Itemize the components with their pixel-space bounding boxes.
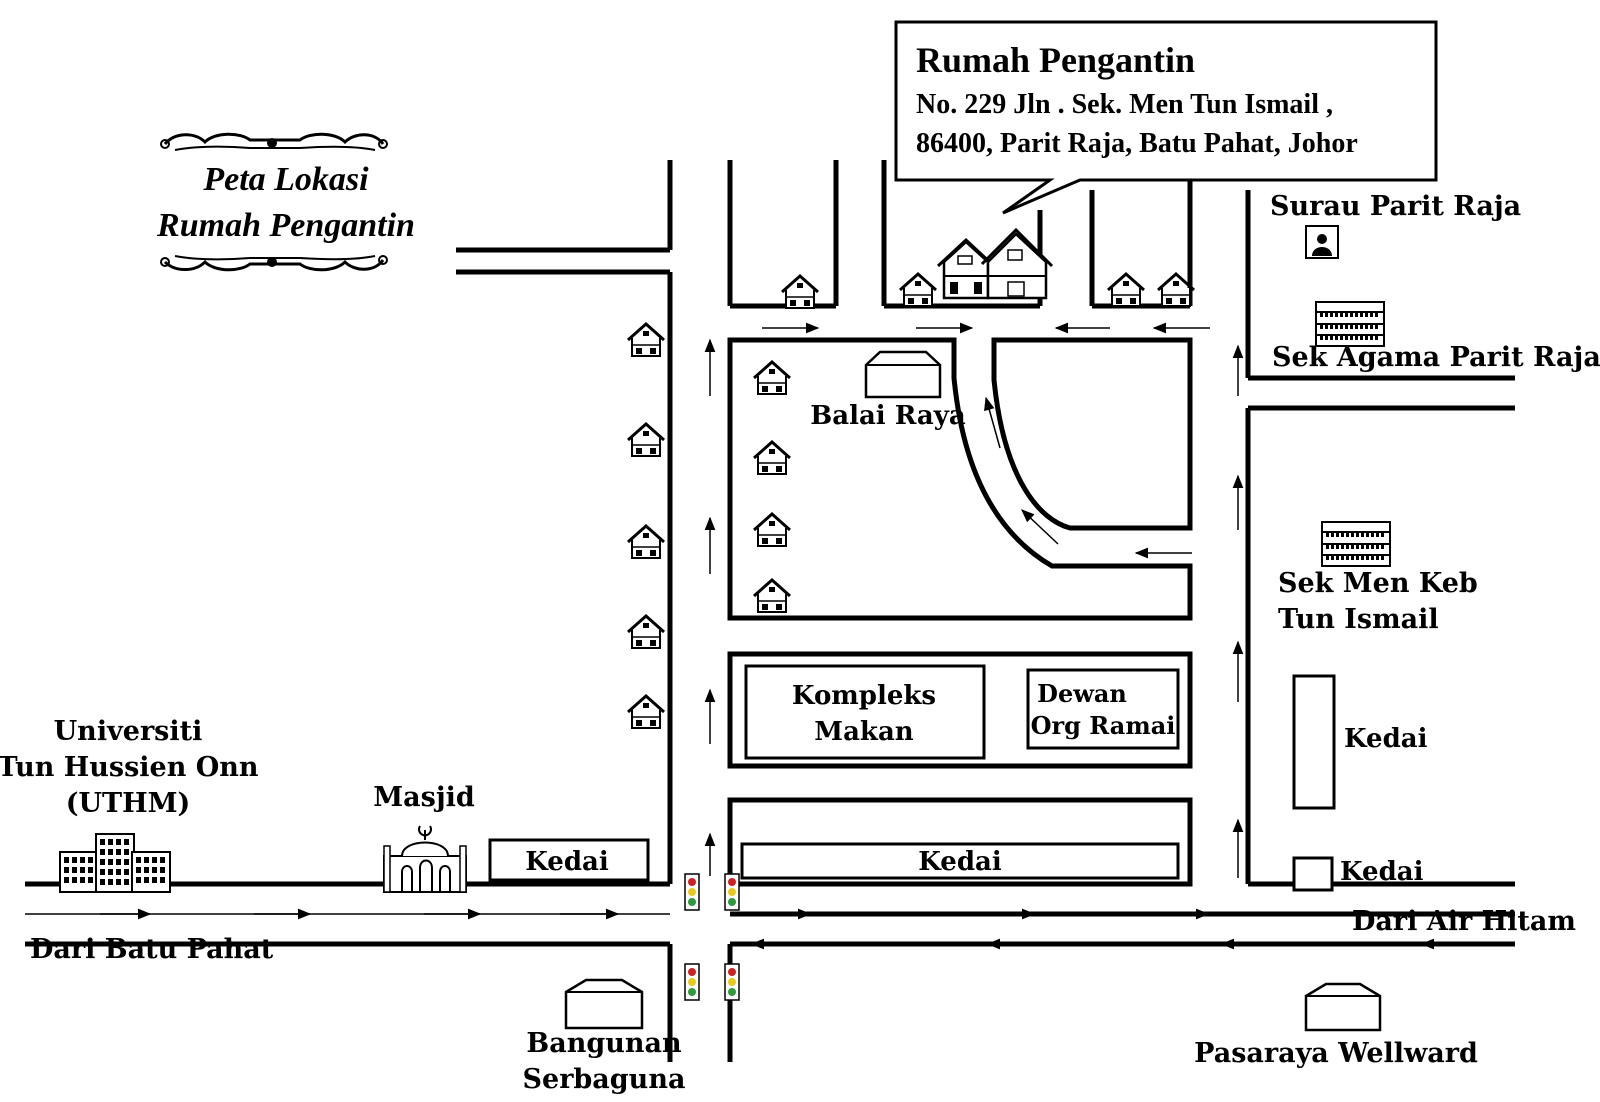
pasaraya-building [1304,982,1382,1032]
road-label-air-hitam: Dari Air Hitam [1352,906,1576,937]
kedai-center-building [740,842,1180,880]
balai-raya-label: Balai Raya [810,401,966,431]
house-icon [752,512,792,548]
balai-raya-building [864,350,942,399]
kompleks-makan-building [744,664,986,760]
kedai-center-label: Kedai [918,847,1002,877]
kedai-block [727,797,1193,887]
house-icon [752,360,792,396]
house-icon [626,322,666,358]
surau-icon [1305,225,1339,259]
houses-block-column [752,360,792,614]
dewan-label-2: Org Ramai [1031,711,1176,740]
school-building-icon [1320,520,1392,568]
house-icon [626,524,666,560]
map-title-line2: Rumah Pengantin [156,207,415,244]
uthm-label-2: Tun Hussien Onn [0,752,259,783]
house-icon [626,422,666,458]
west-block [727,337,1193,621]
title-ornament-bottom [160,255,388,272]
sek-men-keb-label-1: Sek Men Keb [1278,568,1478,599]
map-title-line1: Peta Lokasi [202,161,369,198]
dewan-building [1026,668,1180,750]
kedai-right-tall-building [1292,674,1336,810]
bangunan-label-1: Bangunan [526,1028,682,1059]
kompleks-label-2: Makan [814,717,913,747]
traffic-light-icon [724,873,740,911]
sek-agama-label: Sek Agama Parit Raja [1272,342,1600,373]
dewan-label-1: Dewan [1037,679,1127,708]
house-icon [752,440,792,476]
bangunan-label-2: Serbaguna [523,1064,686,1095]
traffic-direction-arrows [100,322,1480,950]
traffic-light-icon [684,963,700,1001]
uthm-label-3: (UTHM) [66,788,191,819]
mosque-icon [383,825,467,893]
house-icon [898,272,938,308]
traffic-light-icon [724,963,740,1001]
kedai-right-small-building [1292,856,1334,892]
house-icon [626,694,666,730]
school-building-icon [1314,300,1386,348]
traffic-light-icon [684,873,700,911]
kedai-right-tall-label: Kedai [1344,724,1428,754]
kedai-left-label: Kedai [525,847,609,877]
rumah-pengantin-house-icon [936,227,1054,300]
house-icon [1106,272,1146,308]
address-callout: Rumah Pengantin No. 229 Jln . Sek. Men T… [894,20,1438,215]
kedai-right-small-label: Kedai [1340,857,1424,887]
houses-left-column [626,322,666,730]
traffic-lights [684,873,740,1001]
surau-label: Surau Parit Raja [1270,191,1521,222]
bangunan-serbaguna-building [564,978,644,1030]
callout-address-line2: 86400, Parit Raja, Batu Pahat, Johor [916,128,1358,159]
road-label-batu-pahat: Dari Batu Pahat [30,934,274,965]
callout-address-line1: No. 229 Jln . Sek. Men Tun Ismail , [916,89,1333,120]
university-building-icon [59,833,171,893]
uthm-label-1: Universiti [54,716,203,747]
house-icon [626,614,666,650]
kompleks-block [727,651,1193,769]
kedai-left-building [488,838,650,882]
kompleks-label-1: Kompleks [792,681,936,711]
masjid-label: Masjid [373,782,475,813]
east-block [991,337,1193,531]
sek-men-keb-label-2: Tun Ismail [1278,604,1439,635]
house-icon [752,578,792,614]
house-icon [780,274,820,310]
callout-heading: Rumah Pengantin [916,40,1195,80]
pasaraya-label: Pasaraya Wellward [1194,1038,1478,1069]
title-ornament-top [160,132,388,151]
